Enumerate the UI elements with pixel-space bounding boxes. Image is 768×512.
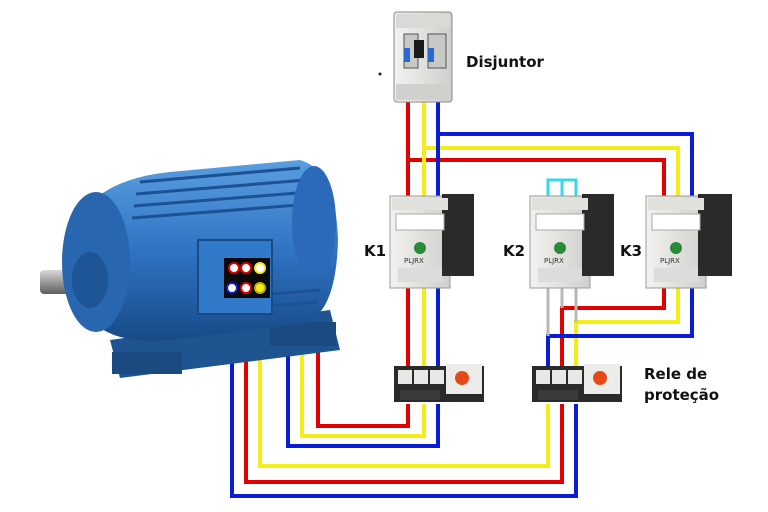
contactor-k3-model: PLJRX xyxy=(660,257,680,265)
wire-yellow-relay2 xyxy=(258,296,550,468)
relay-2-dial xyxy=(593,371,607,385)
breaker-label: Disjuntor xyxy=(466,53,544,71)
overload-relay-2 xyxy=(532,364,622,402)
wire-red-relay2 xyxy=(244,296,564,484)
contactor-k2 xyxy=(529,194,614,289)
motor xyxy=(40,160,340,378)
breaker-blue-label xyxy=(404,48,410,62)
k2-label: K2 xyxy=(503,242,526,260)
wire-red-breaker xyxy=(406,100,666,208)
relay-1-dial xyxy=(455,371,469,385)
contactor-k2-model: PLJRX xyxy=(544,257,564,265)
k3-label: K3 xyxy=(620,242,643,260)
contactor-k3 xyxy=(645,194,732,289)
terminal-v2 xyxy=(240,282,252,294)
contactor-k1 xyxy=(389,194,474,289)
terminal-v1 xyxy=(240,262,252,274)
terminal-u1 xyxy=(228,262,240,274)
relay-label-line1: Rele de xyxy=(644,365,708,383)
breaker xyxy=(378,11,453,103)
wire-red-k3 xyxy=(560,285,666,372)
breaker-handle xyxy=(414,40,424,58)
terminals xyxy=(226,262,266,294)
wire-yellow-breaker xyxy=(422,100,680,208)
wire-yellow-k3 xyxy=(574,285,680,372)
contactor-k1-model: PLJRX xyxy=(404,257,424,265)
k1-label: K1 xyxy=(364,242,387,260)
overload-relay-1 xyxy=(394,364,484,402)
relay-label-line2: proteção xyxy=(644,386,720,404)
wire-blue-breaker xyxy=(436,100,694,208)
terminal-u2 xyxy=(226,282,238,294)
relay-label: Rele de proteção xyxy=(644,364,719,406)
terminal-w1 xyxy=(254,262,266,274)
terminal-w2 xyxy=(254,282,266,294)
wire-blue-relay2 xyxy=(230,296,578,498)
wire-blue-k3 xyxy=(546,285,694,372)
